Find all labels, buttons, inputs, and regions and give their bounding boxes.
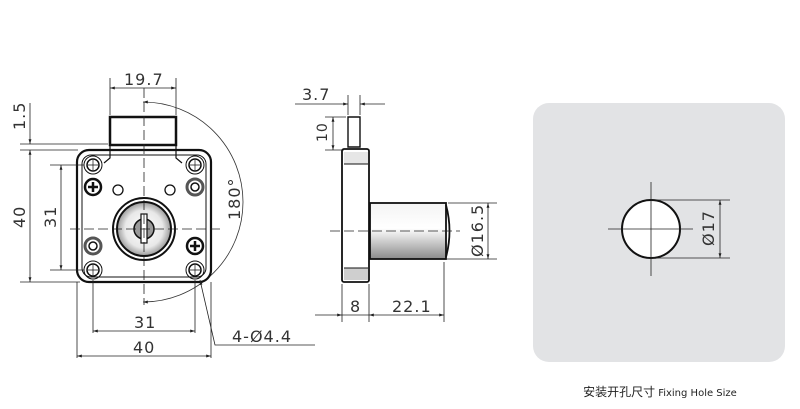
side-dim-labels: 3.7 10 Ø16.5 8 22.1 [302, 85, 487, 316]
corner-holes [83, 155, 205, 280]
side-bolt [347, 116, 361, 148]
front-dimensions [20, 78, 315, 358]
front-dim-labels: 19.7 1.5 40 31 180° 31 40 4-Ø4.4 [10, 70, 292, 357]
dim-bolt-height: 10 [315, 122, 331, 142]
dim-total-width: 40 [133, 338, 155, 357]
caption-cn: 安装开孔尺寸 [583, 385, 656, 399]
dim-top-height: 1.5 [10, 102, 29, 130]
bolt-top [108, 115, 178, 147]
dim-hole-spacing-v: 31 [41, 206, 60, 228]
dim-holes: 4-Ø4.4 [232, 327, 292, 346]
dim-cylinder-length: 22.1 [392, 297, 432, 316]
dim-cylinder-diameter: Ø16.5 [468, 204, 487, 257]
side-view [330, 116, 460, 283]
fixing-hole-panel: Ø17 [533, 103, 785, 362]
dim-hole-spacing-h: 31 [134, 313, 156, 332]
dim-rotation: 180° [225, 177, 244, 220]
flange [341, 148, 370, 283]
dim-fixing-hole-diameter: Ø17 [699, 210, 718, 246]
side-dimensions [295, 95, 497, 322]
screws [83, 177, 205, 256]
rotation-arc [142, 100, 244, 304]
dim-total-height: 40 [10, 206, 29, 228]
dim-bolt-width: 3.7 [302, 85, 330, 104]
dim-flange-thickness: 8 [350, 297, 361, 316]
front-view [70, 88, 244, 305]
dim-top-width: 19.7 [124, 70, 164, 89]
caption-en: Fixing Hole Size [658, 388, 737, 399]
